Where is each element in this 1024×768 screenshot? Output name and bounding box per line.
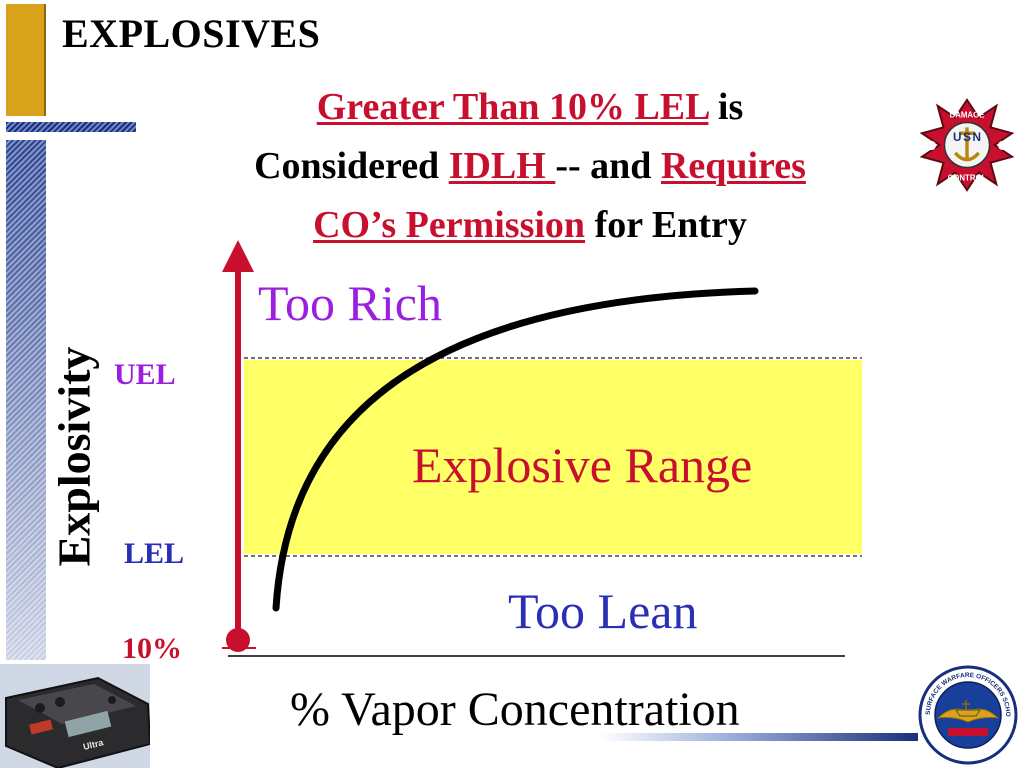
- region-too-rich: Too Rich: [258, 275, 442, 331]
- headline-highlight-permission: CO’s Permission: [313, 204, 586, 246]
- headline-highlight-requires: Requires: [660, 145, 806, 187]
- marker-uel: UEL: [114, 358, 176, 391]
- ten-percent-dot: [226, 628, 250, 652]
- region-too-lean: Too Lean: [508, 583, 697, 639]
- marker-ten-percent: 10%: [122, 632, 182, 665]
- headline-highlight-idlh: IDLH: [448, 145, 556, 187]
- damage-control-badge: DAMAGE CONTROL D U S N C: [919, 98, 1015, 192]
- gold-accent-bar: [6, 4, 46, 116]
- badge-letter-s: S: [963, 131, 971, 144]
- badge-letter-n: N: [973, 131, 982, 144]
- slide-title: EXPLOSIVES: [62, 11, 321, 56]
- ship-icon: [954, 700, 982, 717]
- badge-letter-c: C: [998, 138, 1007, 153]
- headline-text-and: -- and: [555, 145, 661, 187]
- headline-line-2: Considered IDLH -- and Requires: [140, 137, 920, 196]
- headline-line-3: CO’s Permission for Entry: [140, 196, 920, 255]
- headline: Greater Than 10% LEL is Considered IDLH …: [140, 78, 920, 255]
- marker-lel: LEL: [124, 537, 184, 570]
- headline-line-1: Greater Than 10% LEL is: [140, 78, 920, 137]
- badge-bottom-text: CONTROL: [948, 173, 987, 182]
- headline-text-considered: Considered: [254, 145, 449, 187]
- headline-highlight-lel: Greater Than 10% LEL: [316, 86, 709, 128]
- y-axis-arrowhead: [222, 240, 254, 272]
- school-command-seal: SURFACE WARFARE OFFICERS SCHOOL COMMAND: [916, 664, 1018, 765]
- badge-top-text: DAMAGE: [950, 111, 985, 120]
- x-axis-label: % Vapor Concentration: [290, 683, 740, 736]
- seal-scroll-banner: [948, 728, 988, 736]
- headline-text-entry: for Entry: [585, 204, 747, 246]
- region-explosive-range: Explosive Range: [412, 437, 752, 493]
- headline-text-is: is: [708, 86, 744, 128]
- anchor-icon: [953, 127, 981, 162]
- gas-detector-icon: Ultra: [0, 664, 150, 768]
- explosivity-curve: [272, 287, 759, 612]
- explosive-range-band: [244, 360, 862, 554]
- bottom-gradient-rule: [600, 733, 918, 741]
- top-hatched-rule: [6, 122, 136, 132]
- badge-letter-u: U: [953, 131, 962, 144]
- badge-letter-d: D: [927, 138, 936, 153]
- left-column-fade: [6, 140, 46, 660]
- gas-detector-photo: Ultra: [0, 664, 150, 768]
